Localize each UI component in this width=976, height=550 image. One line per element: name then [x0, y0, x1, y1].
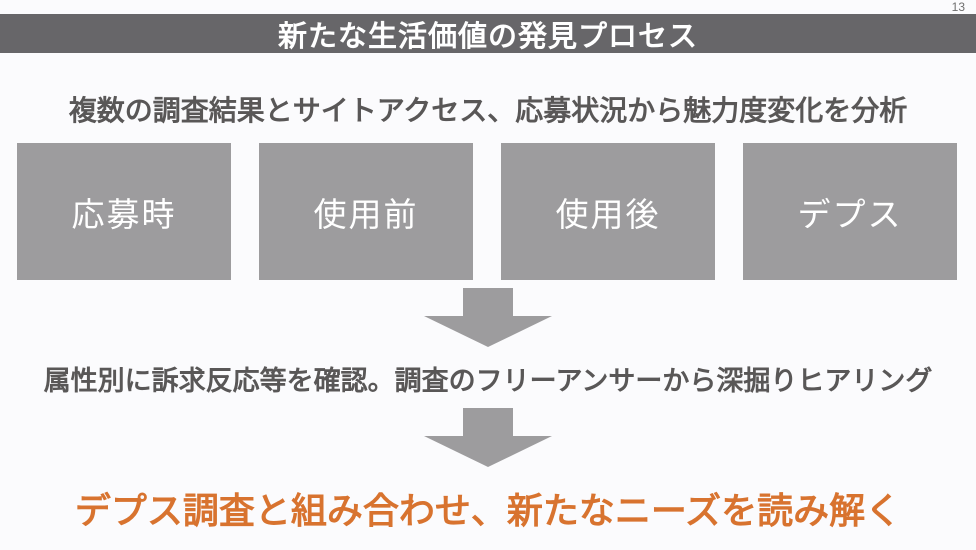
stage-box-after-use: 使用後: [501, 143, 715, 280]
page-title: 新たな生活価値の発見プロセス: [277, 20, 698, 53]
header-bar: 新たな生活価値の発見プロセス: [0, 14, 976, 53]
stages-row: 応募時 使用前 使用後 デプス: [17, 143, 957, 280]
stage-label: 使用後: [555, 195, 661, 233]
stage-label: 使用前: [313, 195, 419, 233]
stage-label: デプス: [797, 195, 903, 233]
arrow-stem: [463, 288, 513, 316]
stage-box-depth: デプス: [743, 143, 957, 280]
down-arrow-icon: [0, 408, 976, 467]
stage-label: 応募時: [71, 195, 177, 233]
conclusion-text: デプス調査と組み合わせ、新たなニーズを読み解く: [74, 490, 902, 531]
arrow-stem: [463, 408, 513, 436]
analysis-text: 属性別に訴求反応等を確認。調査のフリーアンサーから深掘りヒアリング: [43, 366, 933, 396]
down-arrow-icon: [0, 288, 976, 347]
arrow-head: [424, 436, 552, 467]
arrow-head: [424, 316, 552, 347]
stage-box-entry: 応募時: [17, 143, 231, 280]
intro-text: 複数の調査結果とサイトアクセス、応募状況から魅力度変化を分析: [68, 95, 908, 126]
page-number: 13: [951, 0, 965, 14]
stage-box-before-use: 使用前: [259, 143, 473, 280]
